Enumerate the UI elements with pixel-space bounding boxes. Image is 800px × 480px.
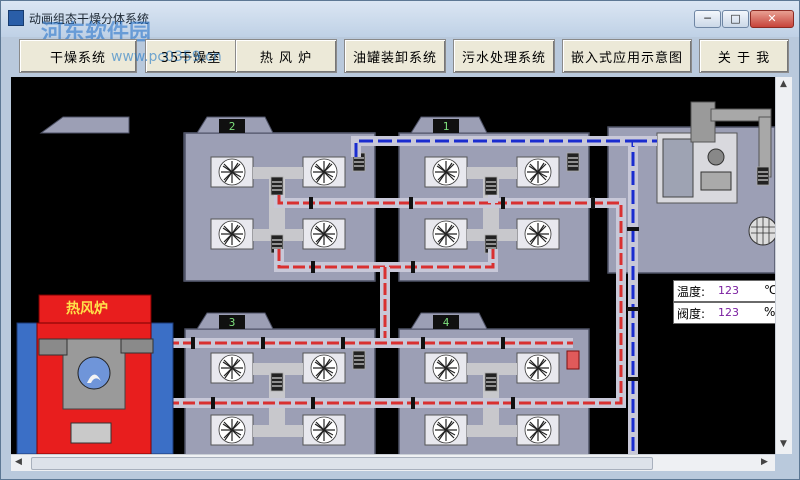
- maximize-icon: □: [730, 12, 741, 25]
- minimize-button[interactable]: ─: [694, 10, 721, 28]
- cold-air-pipes: [351, 136, 657, 454]
- close-icon: ✕: [767, 12, 777, 25]
- temperature-unit: ℃: [764, 283, 778, 297]
- chamber-4-number: 4: [443, 316, 450, 329]
- temperature-readout: 温度: 123 ℃: [673, 280, 785, 302]
- temperature-value: 123: [718, 284, 739, 297]
- sensor-readout-panel: 温度: 123 ℃ 阀度: 123 %: [673, 277, 785, 325]
- scada-canvas: 2 1 3 4: [11, 77, 775, 454]
- furnace-label: 热风炉: [66, 300, 108, 317]
- scroll-up-icon[interactable]: ▲: [780, 79, 787, 89]
- chamber-3[interactable]: [184, 312, 376, 454]
- horizontal-scrollbar[interactable]: ◀ ▶: [11, 454, 775, 471]
- chamber-2-number: 2: [229, 120, 236, 133]
- hot-air-furnace[interactable]: [16, 294, 174, 454]
- menu-bar: 干燥系统 35干燥室 热 风 炉 油罐装卸系统 污水处理系统 嵌入式应用示意图 …: [11, 37, 789, 77]
- humidity-unit: %: [764, 305, 776, 319]
- chamber-1-number: 1: [443, 120, 450, 133]
- watermark-url: www.pc0359.cn: [111, 49, 222, 65]
- humidity-readout: 阀度: 123 %: [673, 302, 785, 324]
- vertical-scrollbar[interactable]: ▲ ▼: [775, 77, 792, 454]
- menu-about-button[interactable]: 关 于 我: [699, 39, 789, 73]
- window-title: 动画组态干燥分体系统: [29, 12, 150, 26]
- menu-embedded-app-button[interactable]: 嵌入式应用示意图: [562, 39, 692, 73]
- title-bar[interactable]: 动画组态干燥分体系统 河东软件园 ─ □ ✕: [1, 1, 799, 46]
- scroll-down-icon[interactable]: ▼: [780, 439, 787, 449]
- scroll-left-icon[interactable]: ◀: [15, 457, 22, 467]
- menu-sewage-button[interactable]: 污水处理系统: [453, 39, 555, 73]
- menu-dryer-room-button[interactable]: 35干燥室: [145, 39, 237, 73]
- scroll-right-icon[interactable]: ▶: [761, 457, 768, 467]
- minimize-icon: ─: [704, 12, 711, 25]
- chamber-3-number: 3: [229, 316, 236, 329]
- menu-oil-tank-button[interactable]: 油罐装卸系统: [344, 39, 446, 73]
- maximize-button[interactable]: □: [722, 10, 749, 28]
- humidity-value: 123: [718, 306, 739, 319]
- humidity-label: 阀度:: [677, 307, 706, 321]
- horizontal-scroll-thumb[interactable]: [31, 457, 653, 470]
- app-icon: [8, 10, 24, 26]
- close-button[interactable]: ✕: [750, 10, 794, 28]
- temperature-label: 温度:: [677, 285, 706, 299]
- pipe-flanges: [191, 197, 639, 409]
- chamber-4[interactable]: [398, 312, 590, 454]
- menu-hot-air-furnace-button[interactable]: 热 风 炉: [235, 39, 337, 73]
- menu-dryer-system-button[interactable]: 干燥系统: [19, 39, 137, 73]
